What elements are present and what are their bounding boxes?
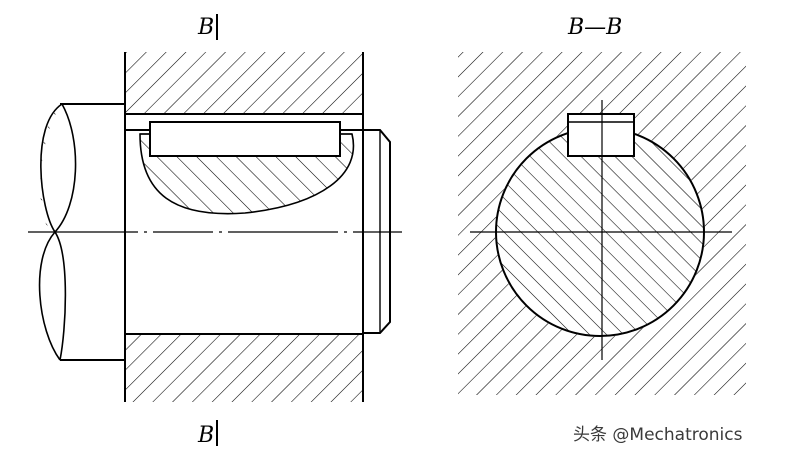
section-mark-bottom: B bbox=[197, 420, 218, 448]
hub-upper-section bbox=[125, 52, 363, 114]
section-view-title: B—B bbox=[567, 15, 622, 40]
section-mark-top: B bbox=[197, 14, 218, 40]
shaft-break-section bbox=[40, 104, 62, 232]
longitudinal-view bbox=[28, 52, 402, 402]
key-cross-section bbox=[567, 113, 635, 157]
hub-lower-section bbox=[125, 334, 363, 402]
watermark: 头条 @Mechatronics bbox=[573, 425, 743, 445]
cross-section-view bbox=[458, 52, 746, 395]
svg-text:B: B bbox=[197, 15, 214, 40]
svg-text:B: B bbox=[197, 423, 214, 448]
key bbox=[149, 121, 341, 157]
